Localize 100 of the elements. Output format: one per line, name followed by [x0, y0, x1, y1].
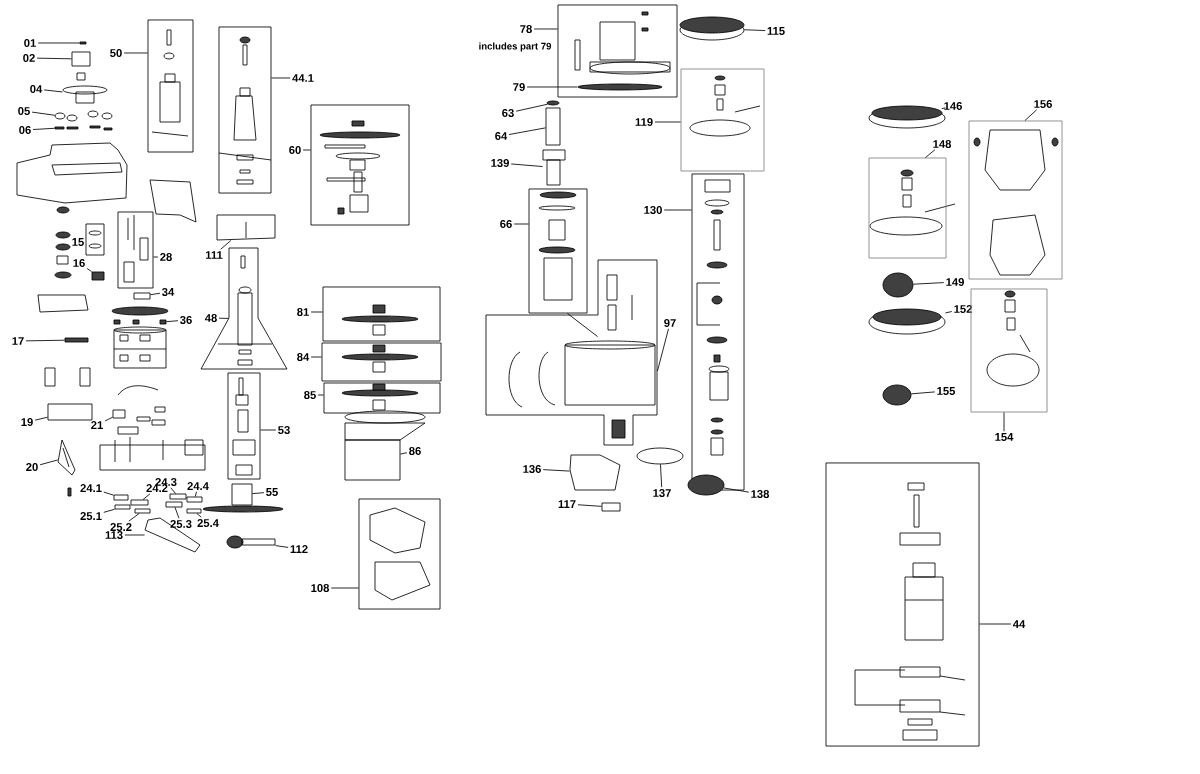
callout-number: 78: [520, 25, 532, 33]
part-drawing: [226, 535, 276, 549]
callout-number: 01: [24, 39, 36, 47]
leader-line: [744, 29, 766, 31]
leader-line: [218, 317, 229, 319]
callout-number: 21: [91, 421, 103, 429]
leader-line: [166, 320, 179, 323]
leader-line: [104, 416, 113, 422]
leader-line: [979, 623, 1012, 625]
callout-number: 139: [491, 159, 509, 167]
part-block: [545, 107, 561, 146]
callout-number: 60: [289, 146, 301, 154]
callout-number: 112: [290, 545, 308, 553]
callout-number: 34: [162, 288, 175, 296]
part-block: [601, 502, 621, 512]
callout-number: 25.3: [170, 520, 192, 528]
callout-number: 25.2: [110, 523, 132, 531]
callout-number: 24.4: [187, 482, 209, 490]
callout-number: 86: [409, 447, 421, 455]
leader-line: [515, 103, 548, 112]
callout-number: 25.1: [80, 512, 102, 520]
part-drawing: [569, 454, 621, 491]
leader-line: [170, 487, 176, 494]
part-disc: [687, 474, 725, 496]
callout-number: 64: [495, 132, 508, 140]
leader-line: [124, 534, 145, 536]
leader-line: [196, 513, 202, 518]
part-block: [165, 501, 183, 508]
callout-number: 155: [937, 387, 956, 395]
callout-number: 81: [297, 308, 309, 316]
leader-line: [142, 493, 151, 500]
callout-number: 20: [26, 463, 38, 471]
part-disc: [577, 83, 663, 91]
leader-line: [913, 282, 945, 285]
leader-line: [1024, 109, 1038, 121]
callout-number: 111: [205, 251, 223, 259]
callout-number: 06: [19, 126, 31, 134]
leader-line: [34, 416, 48, 421]
leader-line: [660, 464, 663, 488]
part-group-frame: [200, 247, 288, 370]
part-block: [133, 292, 151, 300]
part-block: [169, 493, 187, 500]
leader-line: [103, 508, 115, 513]
leader-line: [945, 311, 953, 314]
part-group-frame: [218, 26, 272, 194]
part-group-frame: [485, 259, 658, 446]
callout-number: 50: [110, 49, 122, 57]
part-group-frame: [323, 382, 441, 414]
leader-line: [577, 504, 602, 507]
callout-number: 146: [944, 102, 962, 110]
callout-number: 154: [995, 433, 1014, 441]
leader-line: [271, 77, 291, 79]
callout-number: 15: [72, 238, 84, 246]
part-group-frame: [528, 188, 588, 314]
callout-number: 66: [500, 220, 512, 228]
part-block: [186, 508, 202, 514]
callout-number: 02: [23, 54, 35, 62]
part-block: [79, 41, 87, 45]
part-bar: [64, 337, 89, 343]
callout-number: 148: [933, 140, 952, 148]
callout-number: 17: [12, 337, 24, 345]
part-group-frame: [868, 157, 947, 259]
leader-line: [330, 587, 359, 589]
leader-line: [510, 163, 543, 167]
callout-number: 137: [653, 489, 671, 497]
callout-number: 117: [558, 500, 576, 508]
callout-number: 24.3: [155, 478, 177, 486]
callout-number: 79: [513, 83, 525, 91]
leader-line: [302, 149, 311, 151]
callout-number: 85: [304, 391, 316, 399]
callout-number: 152: [954, 305, 972, 313]
part-group-frame: [310, 104, 410, 226]
callout-number: 53: [278, 426, 290, 434]
part-disc: [882, 272, 914, 298]
leader-line: [25, 339, 65, 342]
leader-line: [39, 459, 58, 466]
leader-line: [567, 313, 598, 337]
callout-number: 44.1: [292, 74, 314, 82]
part-block: [114, 504, 131, 510]
leader-line: [657, 328, 669, 372]
leader-line: [150, 292, 161, 296]
callout-number: 48: [204, 314, 217, 322]
part-group-frame: [691, 173, 745, 491]
callout-number: 24.1: [80, 484, 102, 492]
part-block: [130, 499, 149, 506]
leader-line: [925, 149, 936, 158]
leader-line: [508, 127, 546, 135]
note-text: includes part 79: [479, 42, 552, 52]
leader-line: [194, 491, 197, 497]
callout-number: 28: [160, 253, 172, 261]
leader-line: [37, 42, 80, 44]
leader-line: [310, 311, 323, 313]
callout-number: 04: [30, 85, 43, 93]
part-group-frame: [147, 19, 194, 153]
part-group-frame: [227, 372, 261, 480]
part-block: [231, 483, 253, 506]
callout-number: 149: [946, 278, 964, 286]
callout-number: 156: [1034, 100, 1052, 108]
part-group-frame: [358, 498, 441, 610]
leader-line: [542, 469, 570, 472]
